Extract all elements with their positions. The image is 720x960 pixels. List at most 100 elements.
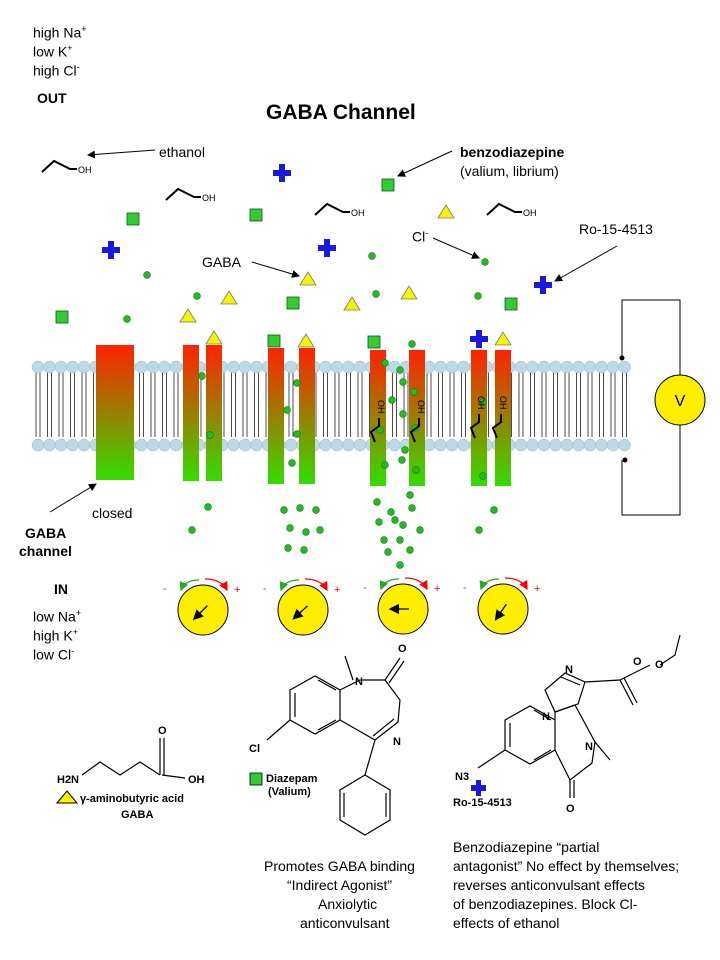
dial-plus-sign: + bbox=[434, 583, 440, 595]
ethanol-bond bbox=[314, 202, 350, 216]
chloride-ion bbox=[381, 359, 389, 367]
ro-description-1: Benzodiazepine “partial bbox=[453, 839, 600, 855]
lipid-head bbox=[77, 360, 91, 374]
diazepam-description-3: Anxiolytic bbox=[318, 896, 378, 912]
dial-arc-minus bbox=[279, 579, 300, 592]
bound-ethanol-oh-label: OH bbox=[416, 400, 426, 414]
ethanol-callout-label: ethanol bbox=[159, 144, 205, 160]
ro-oxygen-3-label: O bbox=[566, 803, 575, 815]
ethanol-bond bbox=[165, 187, 201, 201]
lipid-head bbox=[606, 438, 620, 452]
lipid-head bbox=[227, 438, 240, 452]
chloride-ion bbox=[204, 503, 212, 511]
dial-minus-sign: - bbox=[463, 582, 467, 594]
dial-plus-sign: + bbox=[234, 584, 240, 596]
lipid-head bbox=[330, 360, 344, 374]
ethanol-bond bbox=[486, 202, 522, 216]
benzodiazepine-square bbox=[381, 178, 395, 192]
inside-ion-cl: low Cl- bbox=[33, 646, 75, 663]
molecules bbox=[55, 164, 552, 569]
electrode-bottom bbox=[622, 457, 628, 463]
lipid-head bbox=[595, 360, 608, 374]
gaba-name-label: γ-aminobutyric acid bbox=[80, 793, 184, 805]
dial-minus-sign: - bbox=[263, 583, 267, 595]
lipid-head bbox=[250, 360, 263, 374]
chloride-ion bbox=[416, 526, 424, 534]
ethanol-bond bbox=[41, 159, 77, 173]
diazepam-oxygen-label: O bbox=[398, 643, 407, 655]
chloride-ion bbox=[396, 536, 404, 544]
lipid-head bbox=[595, 438, 608, 452]
chloride-ion bbox=[401, 446, 409, 454]
chloride-ion bbox=[302, 528, 310, 536]
outside-ion-k: low K+ bbox=[33, 43, 73, 60]
lipid-head bbox=[146, 360, 160, 374]
channel-subunit bbox=[268, 348, 284, 484]
chloride-ion bbox=[399, 410, 407, 418]
chloride-ion bbox=[188, 526, 196, 534]
gaba-triangle bbox=[179, 308, 197, 323]
bound-ethanol-bond bbox=[469, 414, 480, 439]
lipid-head bbox=[353, 438, 367, 452]
diazepam-description-2: “Indirect Agonist” bbox=[287, 877, 393, 893]
gaba-triangle bbox=[299, 271, 317, 286]
lipid-head bbox=[514, 360, 528, 374]
bound-ethanol-bond bbox=[409, 418, 420, 443]
ro-description-3: reverses anticonvulsant effects bbox=[453, 877, 645, 893]
gaba-triangle bbox=[297, 333, 315, 348]
ro-oxygen-1-label: O bbox=[633, 656, 642, 668]
lipid-head bbox=[169, 438, 183, 452]
lipid-head bbox=[560, 360, 574, 374]
diazepam-chlorine-label: Cl bbox=[249, 743, 260, 755]
inside-ion-k: high K+ bbox=[33, 627, 78, 644]
dial-needle bbox=[192, 605, 208, 621]
ethanol-oh-label: OH bbox=[351, 208, 365, 218]
lipid-head bbox=[445, 438, 459, 452]
lipid-head bbox=[572, 438, 585, 452]
diazepam-n2-label: N bbox=[393, 736, 401, 748]
dial-plus-sign: + bbox=[534, 583, 540, 595]
benzodiazepine-examples-label: (valium, librium) bbox=[460, 163, 559, 179]
bound-ethanol-bond bbox=[369, 418, 380, 443]
lipid-head bbox=[549, 360, 562, 374]
chloride-ion bbox=[406, 491, 414, 499]
ro-legend-cross bbox=[471, 780, 486, 796]
chloride-ion bbox=[475, 526, 483, 534]
lipid-head bbox=[43, 438, 56, 452]
page-title: GABA Channel bbox=[266, 101, 416, 124]
dial-arc-plus bbox=[204, 578, 228, 592]
lipid-head bbox=[250, 438, 263, 452]
closed-channel-label: closed bbox=[92, 505, 133, 521]
chloride-ion bbox=[479, 398, 487, 406]
lipid-head bbox=[434, 438, 447, 452]
ro-cross bbox=[318, 239, 336, 257]
dial-plus-sign: + bbox=[334, 584, 340, 596]
benzodiazepine-square bbox=[55, 310, 69, 324]
dial-needle bbox=[292, 605, 308, 620]
chloride-ion bbox=[399, 378, 407, 386]
dial-arc-minus bbox=[379, 578, 400, 591]
bound-ethanol-bond bbox=[491, 414, 502, 439]
channel-subunit bbox=[495, 350, 511, 486]
chloride-ion bbox=[381, 461, 389, 469]
lipid-head bbox=[66, 360, 79, 374]
lipid-head bbox=[31, 438, 45, 452]
gaba-channel-label-line1: GABA bbox=[25, 525, 67, 541]
electrode-top bbox=[619, 355, 625, 361]
lipid-head bbox=[618, 360, 631, 374]
chloride-ion bbox=[143, 271, 151, 279]
channel-subunit bbox=[299, 348, 315, 484]
lipid-head bbox=[388, 438, 401, 452]
benzodiazepine-square bbox=[367, 335, 381, 349]
chloride-ion bbox=[490, 506, 498, 514]
bound-ethanol-oh-label: OH bbox=[498, 396, 508, 410]
ro-cross bbox=[273, 164, 291, 182]
chloride-ion bbox=[316, 526, 324, 534]
dial-arc-minus bbox=[179, 579, 200, 592]
lipid-head bbox=[537, 438, 551, 452]
chloride-ion bbox=[376, 426, 384, 434]
ethanol-oh-label: OH bbox=[202, 193, 216, 203]
lipid-head bbox=[618, 438, 631, 452]
diazepam-brand-label: (Valium) bbox=[268, 786, 311, 798]
